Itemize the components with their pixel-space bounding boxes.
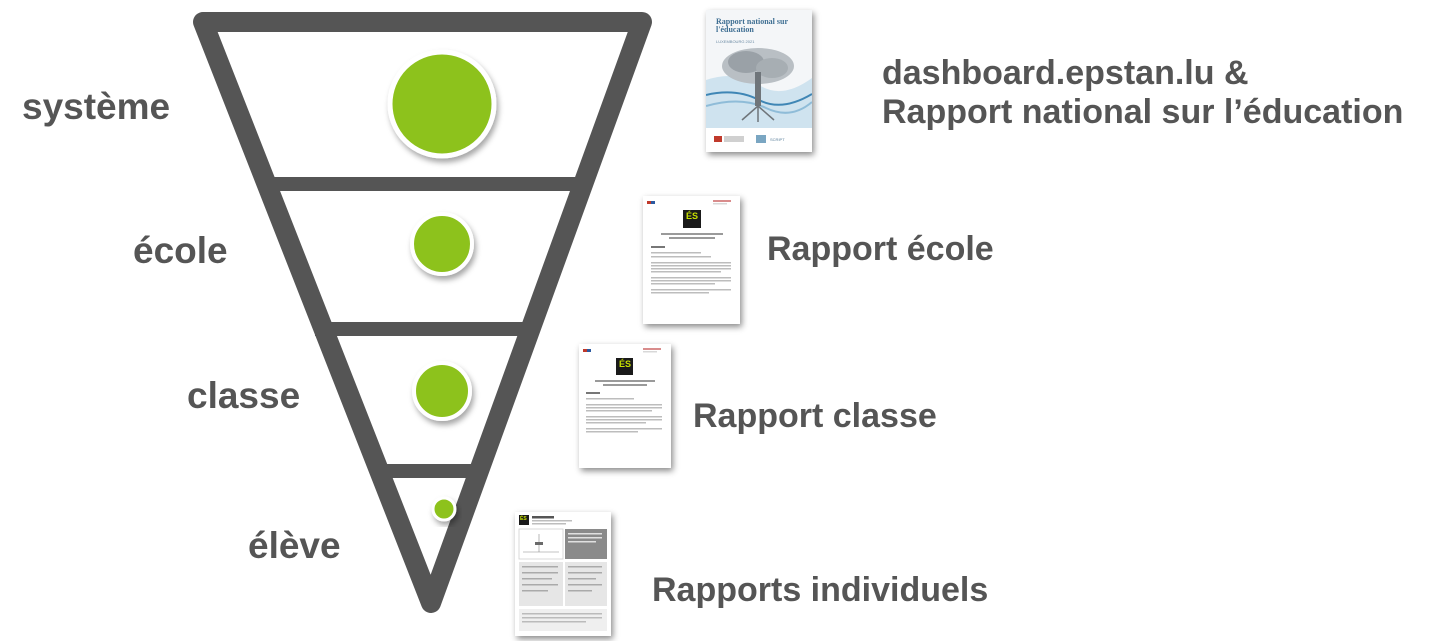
funnel-outline [193, 12, 652, 613]
individual-report-document: ÉS [515, 512, 611, 636]
national-report-title: Rapport national sur l'éducation [716, 17, 788, 35]
report-label-systeme: dashboard.epstan.lu & Rapport national s… [882, 54, 1403, 132]
level-dot-classe [412, 361, 472, 421]
national-report-subtitle: LUXEMBOURG 2021 [716, 39, 755, 44]
level-label-ecole: école [133, 230, 228, 271]
class-report-logo: ÉS [619, 359, 632, 369]
class-report-document: ÉS [579, 344, 671, 468]
class-report-page [583, 348, 662, 433]
report-label-classe: Rapport classe [693, 397, 937, 435]
level-dot-ecole [410, 212, 474, 276]
national-report-logo: SCRIPT [770, 137, 785, 142]
individual-report-logo: ÉS [520, 516, 527, 522]
school-report-document: ÉS [643, 196, 740, 324]
school-report-page [647, 200, 731, 294]
level-dot-systeme [387, 49, 497, 159]
national-report-cover-art [706, 10, 812, 152]
level-label-classe: classe [187, 375, 301, 416]
level-dot-eleve [431, 496, 457, 522]
level-label-eleve: élève [248, 525, 341, 566]
national-report-cover: Rapport national sur l'éducation LUXEMBO… [706, 10, 812, 152]
report-label-ecole: Rapport école [767, 230, 994, 268]
level-label-systeme: système [22, 86, 171, 127]
individual-report-page [518, 515, 607, 631]
school-report-logo: ÉS [686, 211, 699, 221]
report-label-systeme-line2: Rapport national sur l’éducation [882, 93, 1404, 132]
report-label-systeme-line1: dashboard.epstan.lu & [882, 54, 1249, 92]
report-label-eleve: Rapports individuels [652, 571, 989, 609]
